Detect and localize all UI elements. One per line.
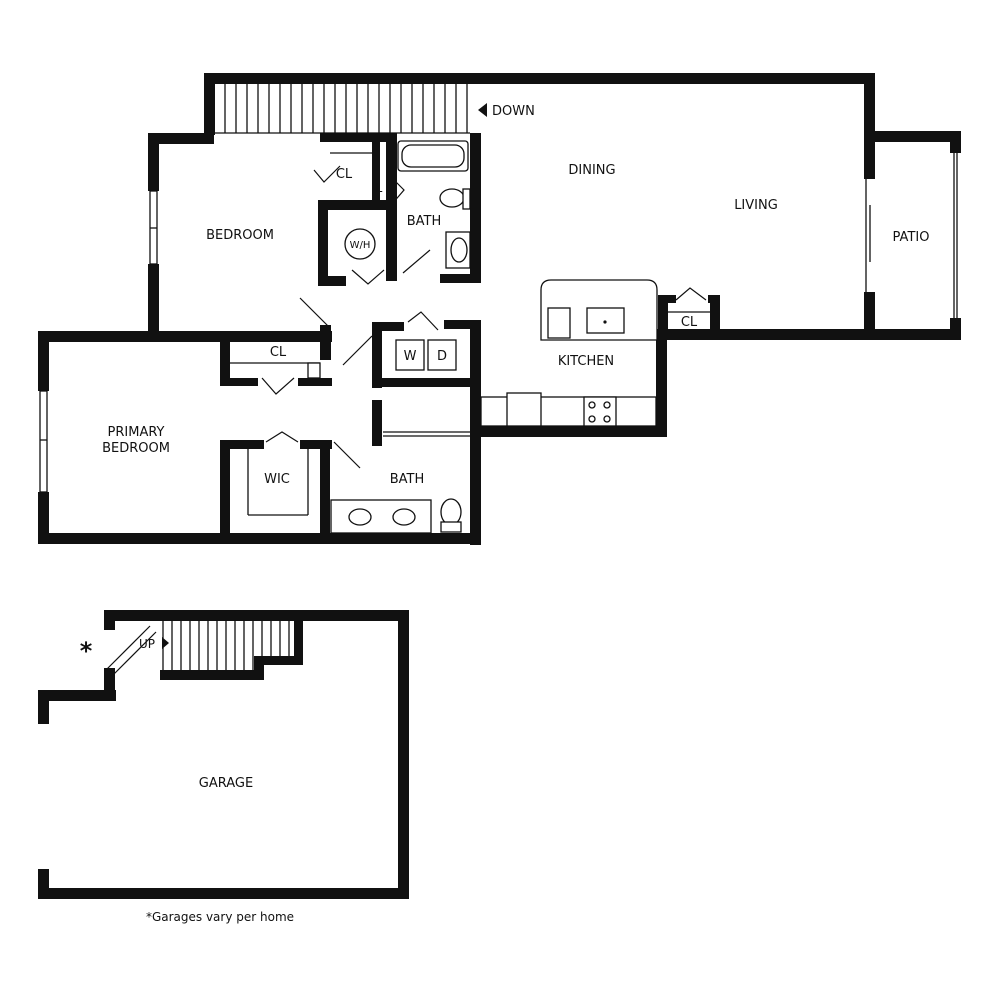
- asterisk-mark: *: [80, 637, 93, 665]
- label-patio: PATIO: [893, 230, 930, 245]
- water-heater: [344, 228, 376, 260]
- toilet: [440, 498, 462, 526]
- label-dryer: D: [437, 349, 447, 364]
- label-primary-line1: PRIMARY: [108, 425, 165, 440]
- toilet: [439, 188, 465, 208]
- washer: [395, 339, 425, 371]
- range: [583, 396, 617, 427]
- label-water-heater: W/H: [350, 240, 371, 251]
- label-bath-primary: BATH: [390, 472, 425, 487]
- label-bedroom: BEDROOM: [206, 228, 274, 243]
- label-washer: W: [404, 349, 417, 364]
- doors: [261, 165, 707, 469]
- dryer: [427, 339, 457, 371]
- windows: [39, 153, 958, 493]
- dishwasher: [506, 392, 542, 427]
- vanity: [330, 499, 432, 534]
- label-cl-primary: CL: [270, 345, 287, 360]
- garage-footnote: *Garages vary per home: [145, 910, 295, 924]
- label-living: LIVING: [734, 198, 778, 213]
- label-cl-upper: CL: [336, 167, 353, 182]
- bathtub: [397, 140, 469, 172]
- walls: [38, 73, 961, 899]
- label-kitchen: KITCHEN: [558, 354, 614, 369]
- label-linen: L: [376, 181, 383, 195]
- label-dining: DINING: [568, 163, 615, 178]
- stairs-up: [105, 620, 290, 677]
- label-down: DOWN: [492, 104, 535, 119]
- room-labels: BEDROOM CL L BATH W/H DINING LIVING PATI…: [80, 104, 930, 791]
- label-garage: GARAGE: [199, 776, 253, 791]
- label-primary-line2: BEDROOM: [102, 441, 170, 456]
- fixtures: [230, 140, 710, 534]
- arrow-right-icon: [162, 637, 169, 649]
- label-cl-kitchen: CL: [681, 315, 698, 330]
- label-up: UP: [139, 637, 155, 651]
- label-wic: WIC: [264, 472, 290, 487]
- stairs-down: [215, 84, 487, 134]
- label-bath-upper: BATH: [407, 214, 442, 229]
- arrow-left-icon: [478, 103, 487, 117]
